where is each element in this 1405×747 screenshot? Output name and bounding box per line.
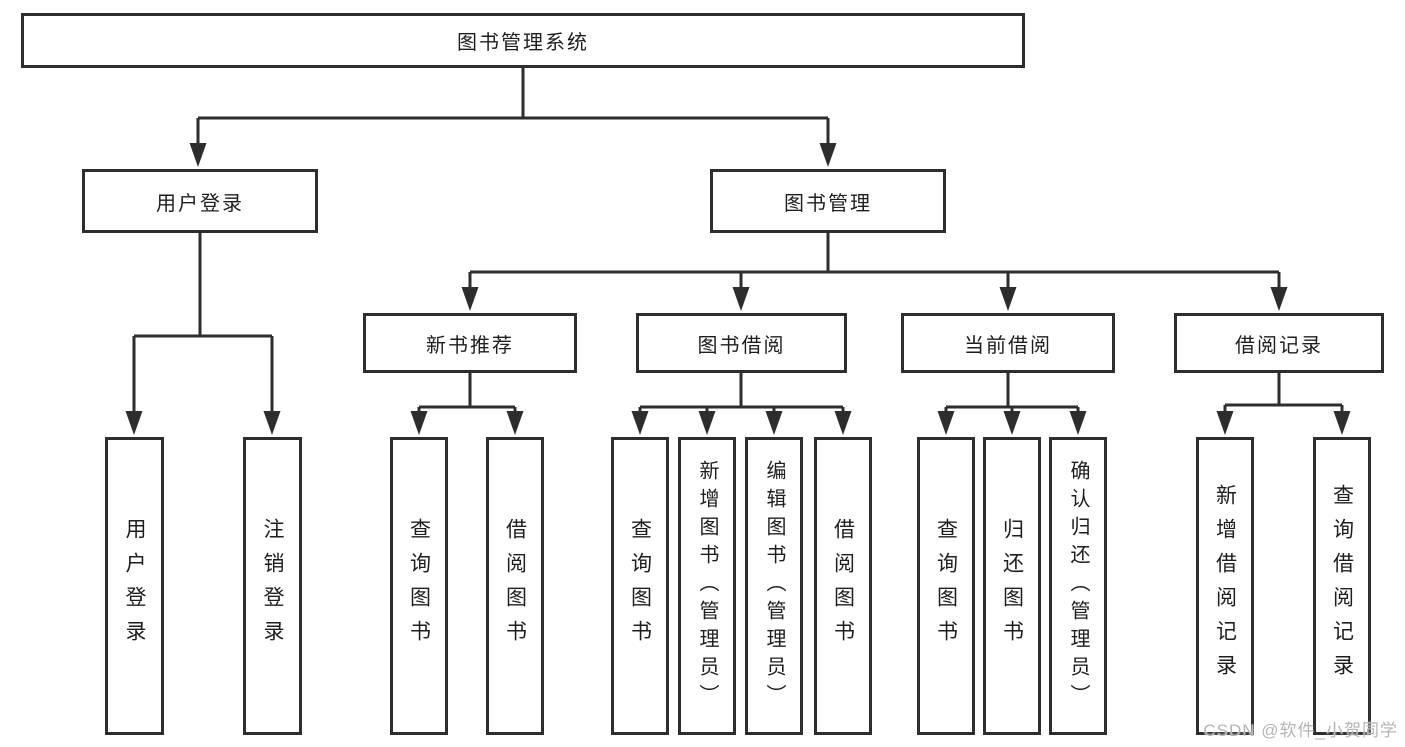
node-label: 当前借阅	[964, 334, 1052, 357]
connector-current-borrow-to-leaves	[937, 373, 1087, 435]
leaf-borrow-query-books: 查询图书	[611, 437, 669, 735]
node-book-borrow: 图书借阅	[636, 313, 847, 373]
leaf-current-confirm-return-admin: 确认归还（管理员）	[1049, 437, 1107, 735]
csdn-watermark: CSDN @软件_小贺同学	[1203, 721, 1398, 740]
node-label: 用户登录	[156, 192, 244, 215]
leaf-logout: 注销登录	[243, 437, 302, 735]
leaf-label: 查询图书	[407, 518, 431, 654]
connector-new-book-recommend-to-leaves	[410, 373, 524, 435]
leaf-records-query-record: 查询借阅记录	[1313, 437, 1371, 735]
leaf-label: 注销登录	[261, 518, 284, 654]
leaf-current-return-books: 归还图书	[983, 437, 1041, 735]
leaf-label: 查询图书	[628, 518, 652, 654]
leaf-label: 新增图书（管理员）	[696, 460, 718, 712]
leaf-user-login: 用户登录	[105, 437, 164, 735]
node-new-book-recommend: 新书推荐	[363, 313, 577, 373]
node-borrow-records: 借阅记录	[1174, 313, 1384, 373]
leaf-label: 借阅图书	[503, 518, 527, 654]
connector-borrow-records-to-leaves	[1216, 373, 1351, 435]
connector-book-management-to-level3	[461, 233, 1288, 311]
leaf-current-query-books: 查询图书	[917, 437, 975, 735]
connector-book-borrow-to-leaves	[631, 373, 852, 435]
node-current-borrow: 当前借阅	[901, 313, 1115, 373]
leaf-label: 确认归还（管理员）	[1067, 460, 1089, 712]
node-label: 新书推荐	[426, 334, 514, 357]
node-label: 图书管理系统	[457, 32, 589, 54]
leaf-label: 查询图书	[934, 518, 958, 654]
leaf-label: 查询借阅记录	[1330, 484, 1354, 688]
node-book-management: 图书管理	[710, 169, 946, 233]
connector-user-login-to-leaves	[125, 233, 281, 435]
node-label: 图书管理	[784, 192, 872, 215]
leaf-label: 新增借阅记录	[1213, 484, 1237, 688]
leaf-label: 编辑图书（管理员）	[763, 460, 785, 712]
leaf-borrow-borrow-books: 借阅图书	[814, 437, 872, 735]
leaf-label: 用户登录	[123, 518, 146, 654]
leaf-recommend-borrow-books: 借阅图书	[486, 437, 544, 735]
leaf-borrow-edit-books-admin: 编辑图书（管理员）	[745, 437, 803, 735]
node-root: 图书管理系统	[21, 13, 1025, 68]
leaf-borrow-add-books-admin: 新增图书（管理员）	[678, 437, 736, 735]
node-label: 借阅记录	[1235, 334, 1323, 357]
node-user-login: 用户登录	[82, 169, 318, 233]
leaf-records-add-record: 新增借阅记录	[1196, 437, 1254, 735]
node-label: 图书借阅	[697, 334, 786, 357]
leaf-label: 借阅图书	[831, 518, 855, 654]
leaf-recommend-query-books: 查询图书	[390, 437, 448, 735]
connector-root-to-level2	[189, 68, 837, 167]
leaf-label: 归还图书	[1000, 518, 1024, 654]
